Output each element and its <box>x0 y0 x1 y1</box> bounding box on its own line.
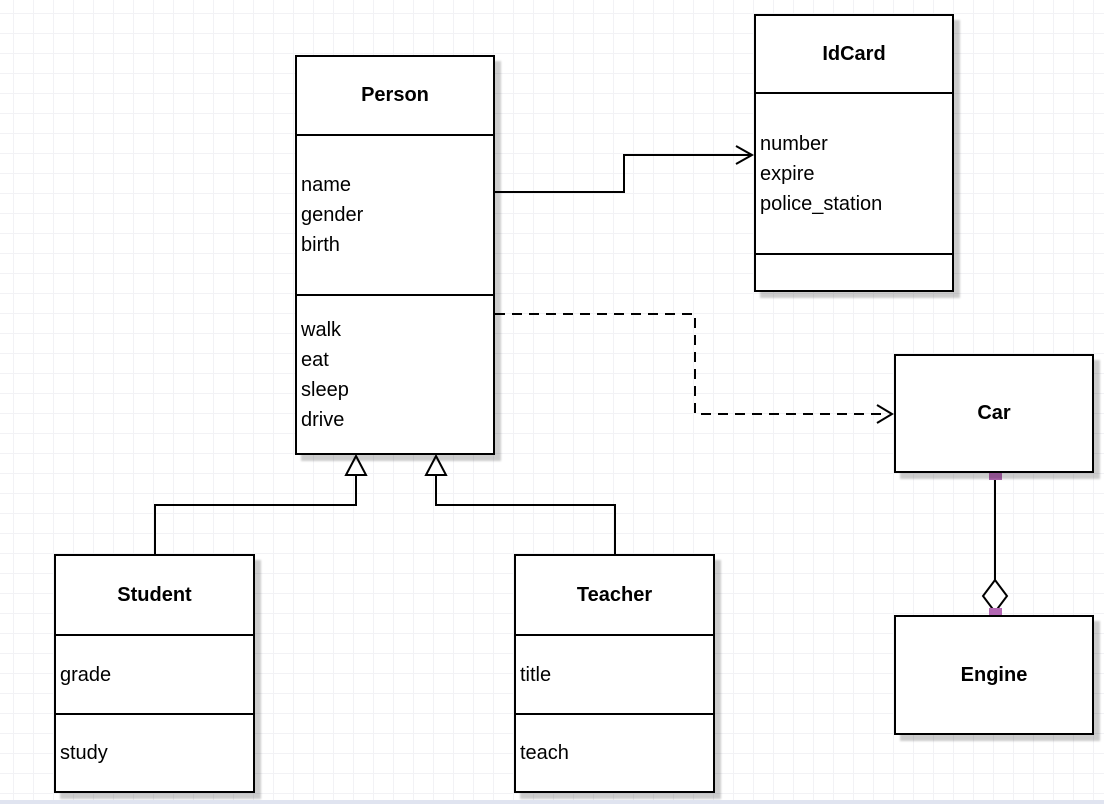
attribute: grade <box>60 663 112 686</box>
class-idcard[interactable]: IdCard number expire police_station <box>754 14 954 292</box>
attribute: police_station <box>760 192 883 215</box>
attributes-section: grade <box>56 634 253 713</box>
attribute: number <box>760 132 828 155</box>
open-arrowhead-icon <box>735 145 755 165</box>
class-title: Engine <box>960 663 1028 686</box>
attributes-section: title <box>516 634 713 713</box>
class-title: Car <box>977 402 1011 424</box>
generalization-line <box>154 475 357 554</box>
open-arrowhead-icon <box>876 404 894 424</box>
edge-generalization-teacher-person[interactable] <box>424 453 616 554</box>
method: teach <box>520 742 569 764</box>
edge-generalization-student-person[interactable] <box>154 453 368 554</box>
method: drive <box>301 408 345 431</box>
edge-association-person-idcard[interactable] <box>495 145 755 193</box>
methods-section: walk eat sleep drive <box>297 294 493 453</box>
hollow-diamond-icon <box>981 578 1009 614</box>
attribute: name <box>301 174 352 196</box>
class-engine[interactable]: Engine <box>894 615 1094 735</box>
class-person[interactable]: Person name gender birth walk eat sleep … <box>295 55 495 455</box>
attribute: gender <box>301 204 364 226</box>
class-title: IdCard <box>822 42 886 65</box>
edge-dependency-person-car[interactable] <box>495 313 894 424</box>
class-title: Person <box>361 84 429 106</box>
attribute: title <box>520 663 552 686</box>
methods-section-empty <box>756 253 952 290</box>
class-student[interactable]: Student grade study <box>54 554 255 793</box>
method: eat <box>301 348 329 371</box>
class-teacher[interactable]: Teacher title teach <box>514 554 715 793</box>
dependency-dashed-line <box>495 313 886 415</box>
method: sleep <box>301 378 349 401</box>
canvas-bottom-edge <box>0 800 1104 804</box>
attribute: expire <box>760 162 815 185</box>
hollow-triangle-icon <box>424 453 448 476</box>
attributes-section: number expire police_station <box>756 92 952 253</box>
attribute: birth <box>301 234 340 256</box>
class-title: Student <box>117 583 192 606</box>
attributes-section: name gender birth <box>297 134 493 294</box>
edge-aggregation-car-engine[interactable] <box>981 467 1009 621</box>
method: walk <box>301 318 342 341</box>
association-line <box>495 154 751 193</box>
methods-section: teach <box>516 713 713 791</box>
class-car[interactable]: Car <box>894 354 1094 473</box>
class-title: Teacher <box>576 583 653 606</box>
methods-section: study <box>56 713 253 791</box>
hollow-triangle-icon <box>344 453 368 476</box>
generalization-line <box>435 475 616 554</box>
method: study <box>60 742 108 764</box>
